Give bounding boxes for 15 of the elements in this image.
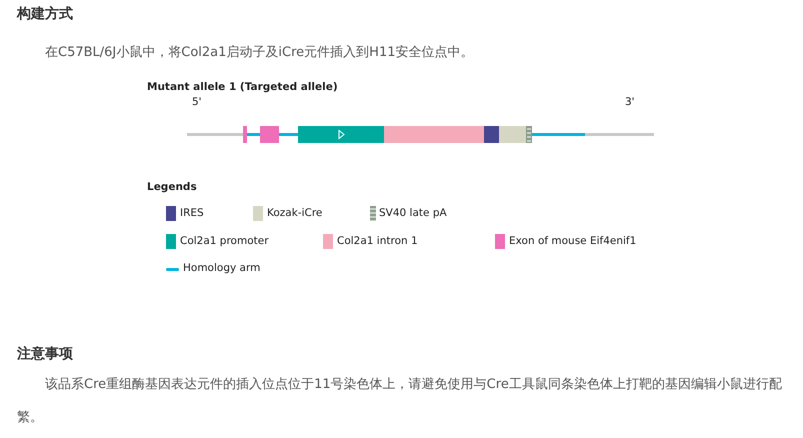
paragraph: 该品系Cre重组酶基因表达元件的插入位点位于11号染色体上，请避免使用与Cre工具鼠同条染色体上打靶的基因编辑小鼠进行配繁。 [17,376,783,427]
legend-label: Homology arm [183,262,260,274]
section-heading: 注意事项 [17,345,73,363]
end-label: 5' [192,96,202,108]
legend-label: Col2a1 intron 1 [337,235,418,247]
paragraph: 在C57BL/6J小鼠中，将Col2a1启动子及iCre元件插入到H11安全位点中。 [45,44,474,61]
legend-heading: Legends [147,181,197,193]
diagram-title: Mutant allele 1 (Targeted allele) [147,81,338,93]
legend-label: SV40 late pA [379,207,447,219]
legend-label: Exon of mouse Eif4enif1 [509,235,636,247]
legend-label: Col2a1 promoter [180,235,269,247]
end-label: 3' [625,96,635,108]
legend-label: Kozak-iCre [267,207,322,219]
section-heading: 构建方式 [17,5,73,23]
legend-label: IRES [180,207,204,219]
